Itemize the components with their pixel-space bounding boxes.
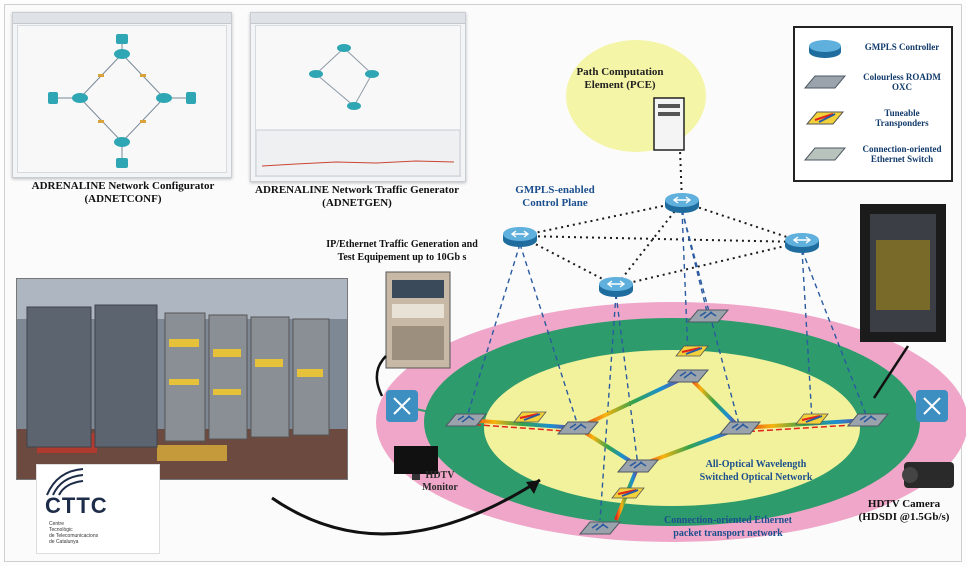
hdtv-monitor-label: HDTV Monitor [422, 470, 458, 493]
legend-item-ethernet-switch: Connection-oriented Ethernet Switch [801, 140, 947, 170]
pce-cloud [566, 40, 706, 152]
pce-label: Path Computation Element (PCE) [576, 66, 664, 91]
hdtv-camera-label: HDTV Camera (HDSDI @1.5Gb/s) [858, 498, 950, 523]
legend-item-roadm: Colourless ROADM OXC [801, 68, 947, 98]
lab-racks-photo [16, 278, 348, 480]
legend: GMPLS Controller Colourless ROADM OXC Tu… [793, 26, 953, 182]
legend-item-transponder: Tuneable Transponders [801, 104, 947, 134]
ethernet-network-label: Connection-oriented Ethernet packet tran… [663, 515, 793, 539]
adnetconf-topology-thumbnail [48, 34, 196, 168]
adnetconf-screenshot [12, 12, 232, 178]
traffic-equipment-label: IP/Ethernet Traffic Generation and Test … [326, 239, 478, 263]
control-plane-label: GMPLS-enabled Control Plane [515, 184, 595, 209]
legend-item-gmpls-controller: GMPLS Controller [801, 34, 947, 64]
adnetgen-caption: ADRENALINE Network Traffic Generator (AD… [255, 184, 459, 209]
adnetgen-topology-thumbnail [255, 44, 461, 177]
optical-network-label: All-Optical Wavelength Switched Optical … [699, 459, 813, 483]
adnetgen-screenshot [250, 12, 466, 182]
adnetconf-caption: ADRENALINE Network Configurator (ADNETCO… [31, 180, 215, 205]
cttc-logo: CTTC Centre Tecnològic de Telecomunicaci… [36, 464, 160, 554]
wave-logo-icon [46, 468, 84, 496]
